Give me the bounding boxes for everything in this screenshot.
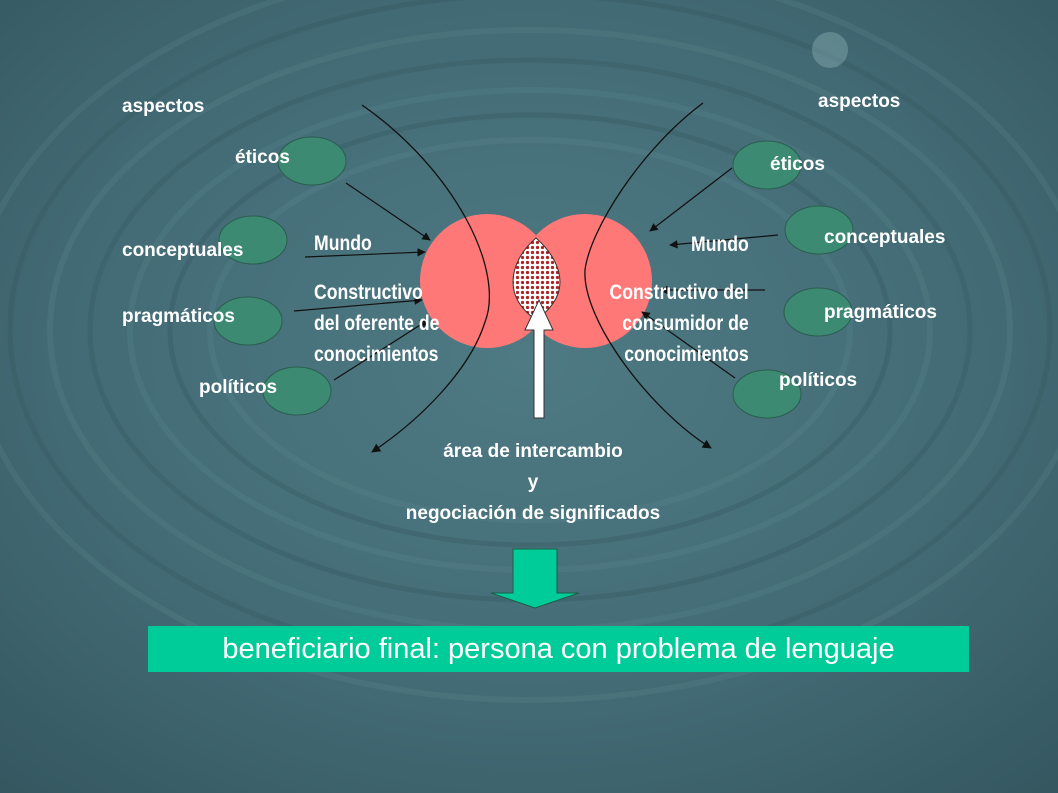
right-arrow-eticos: [649, 167, 733, 232]
right-constructivo-text: Constructivo del consumidor de conocimie…: [610, 277, 749, 370]
left-aspects-title: aspectos: [122, 96, 205, 117]
exchange-caption-line2: y: [527, 472, 539, 493]
right-politicos-label: políticos: [779, 370, 858, 391]
exchange-area-caption: área de intercambio y negociación de sig…: [333, 436, 733, 529]
left-conceptuales-label: conceptuales: [122, 240, 244, 261]
left-pragmaticos-label: pragmáticos: [122, 306, 235, 327]
right-pragmaticos-oval: [783, 287, 853, 337]
right-aspects-title: aspectos: [818, 91, 901, 112]
right-arrow-conceptuales: [669, 234, 779, 249]
left-arrow-politicos: [333, 319, 429, 381]
exchange-caption-line3: negociación de significados: [405, 503, 661, 524]
left-constructivo-line3: conocimientos: [314, 343, 439, 366]
left-constructivo-line1: Constructivo: [314, 281, 423, 304]
left-politicos-label: políticos: [199, 377, 278, 398]
left-world-circle: [420, 214, 554, 348]
right-conceptuales-oval: [784, 205, 854, 255]
left-eticos-label: éticos: [235, 147, 290, 168]
right-eticos-oval: [732, 140, 802, 190]
final-beneficiary-banner: beneficiario final: persona con problema…: [148, 626, 969, 672]
right-eticos-label: éticos: [770, 154, 825, 175]
right-constructivo-line3: conocimientos: [624, 343, 749, 366]
left-mundo-label: Mundo: [314, 232, 372, 255]
down-arrow: [490, 548, 580, 609]
left-politicos-oval: [262, 366, 332, 416]
exchange-caption-line1: área de intercambio: [443, 441, 623, 462]
right-world-curve: [584, 102, 712, 449]
right-pragmaticos-label: pragmáticos: [824, 302, 937, 323]
left-pragmaticos-oval: [213, 296, 283, 346]
left-arrow-eticos: [345, 182, 431, 241]
left-constructivo-text: Constructivo del oferente de conocimient…: [314, 277, 439, 370]
left-conceptuales-oval: [218, 215, 288, 265]
left-arrow-conceptuales: [304, 248, 426, 258]
right-politicos-oval: [732, 369, 802, 419]
left-world-curve: [361, 104, 490, 453]
left-constructivo-line2: del oferente de: [314, 312, 440, 335]
right-conceptuales-label: conceptuales: [824, 227, 946, 248]
right-arrow-politicos: [641, 311, 736, 379]
up-arrow: [524, 298, 554, 419]
left-arrow-pragmaticos: [293, 296, 423, 312]
right-constructivo-line1: Constructivo del: [609, 281, 749, 304]
right-mundo-label: Mundo: [691, 233, 749, 256]
right-constructivo-line2: consumidor de: [622, 312, 749, 335]
left-eticos-oval: [277, 136, 347, 186]
